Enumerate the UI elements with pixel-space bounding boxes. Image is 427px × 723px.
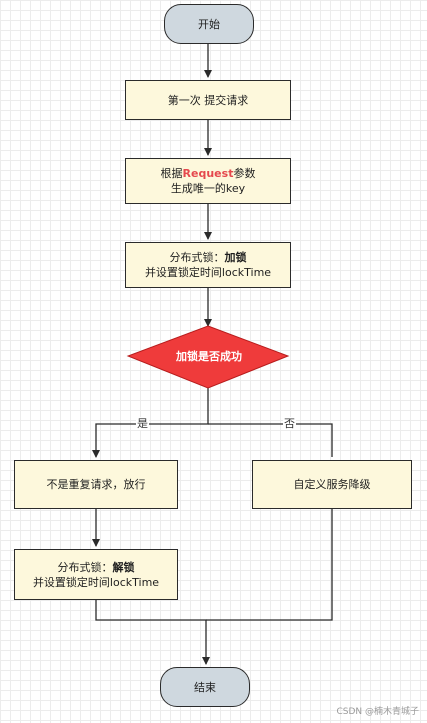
unlock-node: 分布式锁：解锁 并设置锁定时间lockTime <box>14 549 178 600</box>
unlock-line1-prefix: 分布式锁： <box>57 560 113 574</box>
yes-label: 是 <box>136 417 149 430</box>
lock-node: 分布式锁：加锁 并设置锁定时间lockTime <box>125 242 291 288</box>
unlock-line2: 并设置锁定时间lockTime <box>32 575 160 589</box>
lock-line1-bold: 加锁 <box>224 251 247 264</box>
submit-request-label: 第一次 提交请求 <box>167 93 249 107</box>
edge-decision-no <box>208 423 333 457</box>
lock-line1-prefix: 分布式锁： <box>169 251 225 264</box>
request-highlight: Request <box>182 167 234 180</box>
lock-line2: 并设置锁定时间lockTime <box>144 266 272 279</box>
degrade-label: 自定义服务降级 <box>293 478 371 491</box>
unlock-line1: 分布式锁：解锁 <box>58 560 135 575</box>
decision-label: 加锁是否成功 <box>176 350 242 363</box>
no-label: 否 <box>283 417 296 430</box>
not-duplicate-node: 不是重复请求，放行 <box>14 460 178 509</box>
key-line1-prefix: 根据 <box>160 167 183 180</box>
key-line1-suffix: 参数 <box>233 167 256 180</box>
generate-key-node: 根据Request参数 生成唯一的key <box>125 158 291 204</box>
start-node: 开始 <box>164 4 254 44</box>
unlock-line1-bold: 解锁 <box>112 560 135 574</box>
end-node: 结束 <box>160 667 250 707</box>
degrade-node: 自定义服务降级 <box>252 460 412 509</box>
lock-line1: 分布式锁：加锁 <box>170 250 247 265</box>
edge-degrade-to-end <box>206 509 333 621</box>
edge-decision-yes <box>92 388 209 458</box>
edge-unlock-to-end <box>95 600 210 665</box>
end-label: 结束 <box>194 680 216 694</box>
start-label: 开始 <box>198 17 220 31</box>
submit-request-node: 第一次 提交请求 <box>125 80 291 120</box>
watermark: CSDN @楠木青城子 <box>336 707 419 717</box>
not-duplicate-label: 不是重复请求，放行 <box>46 478 146 491</box>
decision-diamond <box>126 325 290 389</box>
generate-key-line2: 生成唯一的key <box>170 182 246 195</box>
generate-key-line1: 根据Request参数 <box>161 166 256 181</box>
